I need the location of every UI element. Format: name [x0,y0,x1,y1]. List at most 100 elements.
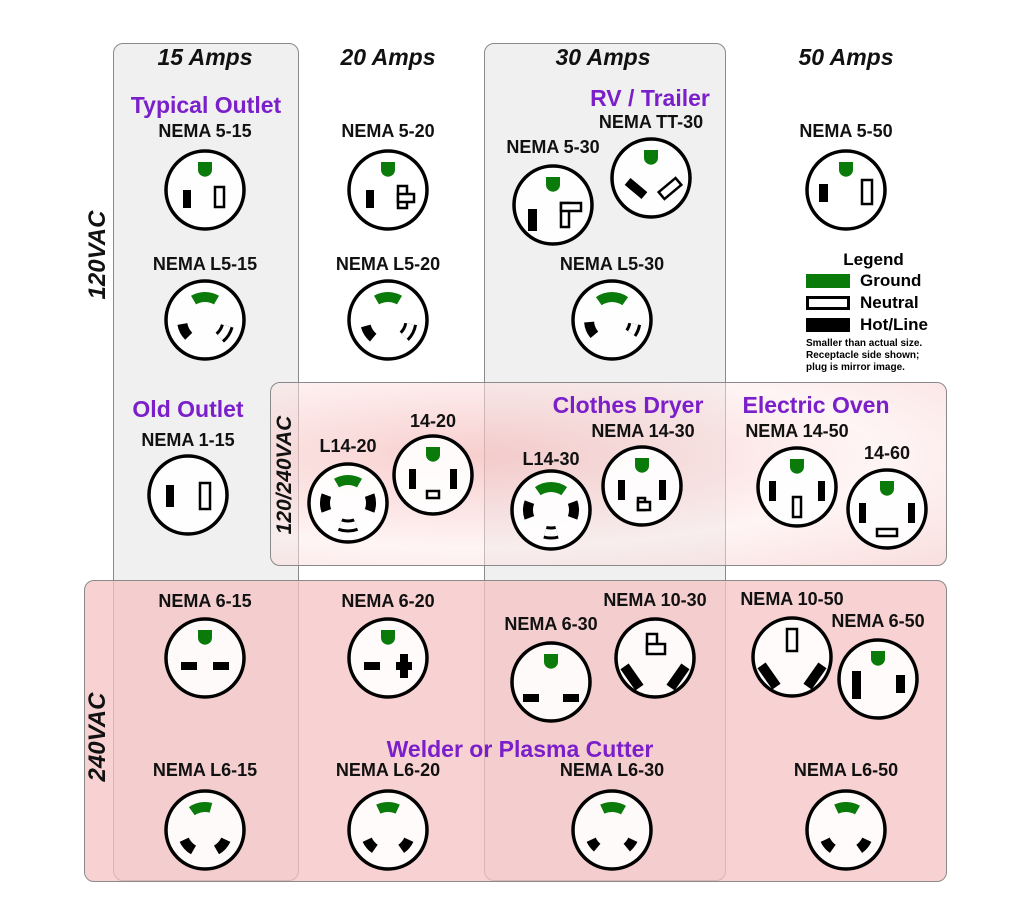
header-20-amps: 20 Amps [340,44,436,70]
neutral-slot [627,323,639,336]
outlet-face [164,149,246,231]
legend-note-line: Smaller than actual size. [806,338,923,349]
outlet-label: NEMA 5-30 [506,137,600,157]
outlet-n6-20-icon [347,617,429,699]
neutral-slot [213,185,226,209]
hot-slot [852,671,861,699]
hot-slot [584,321,599,338]
outlet-n10-30-icon [614,617,696,699]
hot-slot [364,662,380,670]
outlet-label: NEMA L5-20 [335,254,441,274]
hot-slot [819,184,828,202]
ground-slot [644,150,658,165]
outlet-face [805,149,887,231]
hot-slot [856,837,872,853]
ground-slot [635,458,649,473]
label-120vac: 120VAC [84,210,111,300]
hot-slot [183,190,191,208]
hot-slot [181,662,197,670]
title-old-outlet: Old Outlet [132,396,244,422]
hot-slot [896,675,905,693]
ground-slot [376,802,400,814]
neutral-slot [425,489,441,500]
neutral-slot [559,201,583,213]
hot-slot [803,662,827,690]
neutral-slot [636,500,652,512]
hot-slot [859,503,866,523]
outlet-face [610,137,692,219]
outlet-l14-30-icon [510,469,592,551]
ground-slot [188,802,213,816]
neutral-slot [198,481,212,511]
neutral-slot [785,627,799,653]
outlet-label: NEMA 5-50 [799,121,893,141]
ground-slot [595,292,629,306]
ground-slot [198,630,212,645]
legend-label: Hot/Line [860,315,928,334]
hot-slot [769,481,776,501]
legend-label: Ground [860,271,922,290]
ground-slot [198,162,212,177]
outlet-label: 14-20 [409,411,457,431]
hot-slot [820,837,836,853]
hot-slot [618,480,625,500]
hot-slot [757,662,781,690]
hot-slot [624,177,648,200]
hot-slot [586,837,601,852]
neutral-slot [656,176,684,201]
hot-slot [623,837,638,852]
outlet-l5-15-icon [164,279,246,361]
legend-item-hot: Hot/Line [806,314,951,336]
neutral-slot [338,521,358,530]
hot-slot [908,503,915,523]
outlet-n14-20-icon [392,434,474,516]
neutral-slot [217,324,231,341]
neutral-swatch [806,296,850,310]
hot-slot [179,837,197,855]
outlet-n5-50-icon [805,149,887,231]
ground-slot [381,630,395,645]
header-15-amps: 15 Amps [157,44,253,70]
title-rv-trailer: RV / Trailer [590,85,710,111]
title-electric-oven: Electric Oven [742,392,890,418]
outlet-label: NEMA 6-15 [158,591,252,611]
legend-note-line: Receptacle side shown; [806,350,920,361]
outlet-face [510,469,592,551]
outlet-label: NEMA TT-30 [598,112,704,132]
outlet-l6-15-icon [164,789,246,871]
hot-slot [213,837,231,855]
ground-slot [381,162,395,177]
hot-slot [213,662,229,670]
ground-slot [871,651,885,666]
outlet-label: NEMA 5-20 [341,121,435,141]
outlet-l6-20-icon [347,789,429,871]
hot-slot [166,485,174,507]
legend-title: Legend [843,250,904,269]
outlet-n14-30-icon [601,445,683,527]
legend-note: Smaller than actual size. Receptacle sid… [806,338,951,374]
outlet-face [571,279,653,361]
hot-slot [177,322,193,340]
outlet-label: 14-60 [863,443,911,463]
outlet-label: NEMA 6-50 [831,611,925,631]
outlet-n5-15-icon [164,149,246,231]
legend-item-neutral: Neutral [806,292,951,314]
outlet-label: NEMA 6-30 [504,614,598,634]
hot-slot [364,493,376,513]
neutral-slot [544,528,558,537]
ground-slot [839,162,853,177]
neutral-slot [860,178,874,206]
hot-slot [523,694,539,702]
hot-slot [818,481,825,501]
outlet-face [347,149,429,231]
outlet-label: NEMA 6-20 [341,591,435,611]
outlet-label: NEMA 10-50 [740,589,844,609]
outlet-face [392,434,474,516]
neutral-slot [645,642,667,656]
hot-slot [400,654,408,678]
outlet-face [147,454,229,536]
ground-swatch [806,274,850,288]
outlet-tt-30-icon [610,137,692,219]
outlet-n14-50-icon [756,446,838,528]
ground-slot [426,447,440,462]
